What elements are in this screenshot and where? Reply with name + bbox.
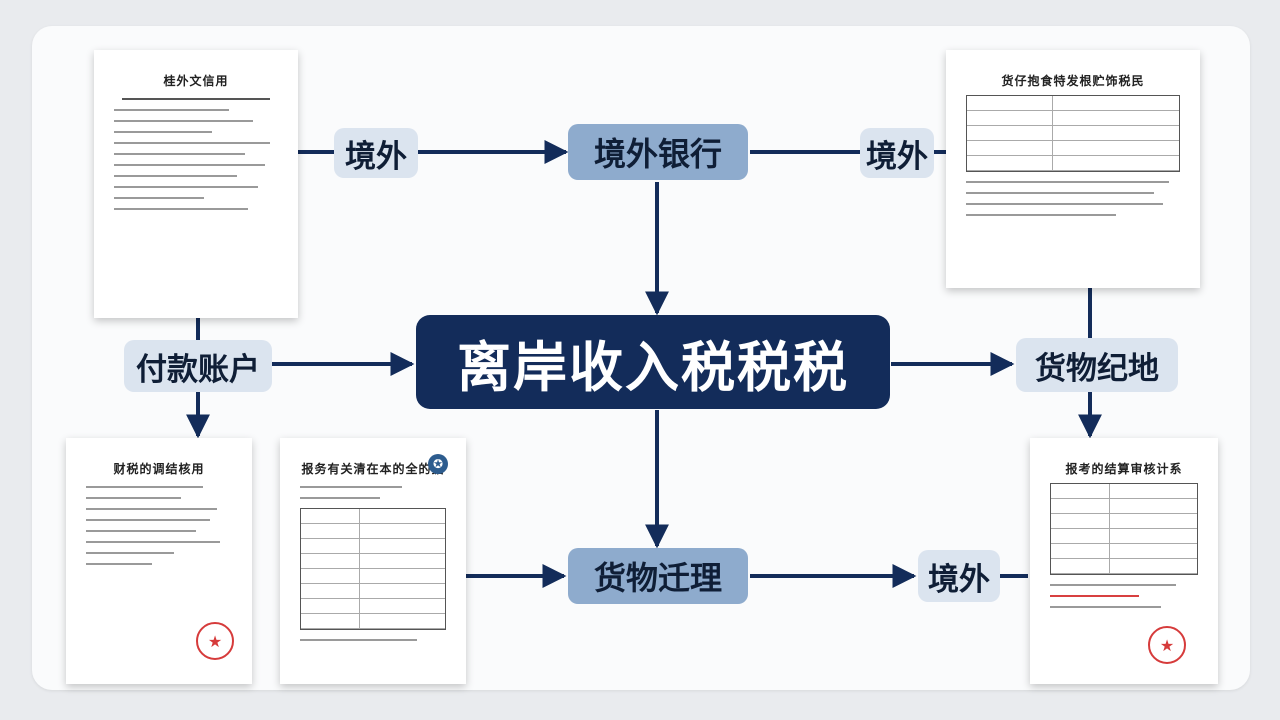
payment-account-node: 付款账户 xyxy=(124,340,272,392)
document-title: 桂外文信用 xyxy=(163,74,229,88)
document-bottom-middle: 报务有关清在本的全的据 ✪ xyxy=(280,438,466,684)
document-top-right: 货仔抱食特发根贮饰税民 xyxy=(946,50,1200,288)
offshore-label-top-left: 境外 xyxy=(334,128,418,178)
document-bottom-right: 报考的结算审核计系 ★ xyxy=(1030,438,1218,684)
center-node: 离岸收入税税税 xyxy=(416,315,890,409)
goods-processing-node: 货物迁理 xyxy=(568,548,748,604)
document-title: 报考的结算审核计系 xyxy=(1065,462,1183,476)
document-bottom-left: 财税的调结核用 ★ xyxy=(66,438,252,684)
offshore-label-top-right: 境外 xyxy=(860,128,934,178)
offshore-bank-node: 境外银行 xyxy=(568,124,748,180)
seal-icon: ★ xyxy=(1148,626,1186,664)
document-title: 货仔抱食特发根贮饰税民 xyxy=(1001,74,1145,88)
document-title: 报务有关清在本的全的据 xyxy=(301,462,445,476)
goods-location-node: 货物纪地 xyxy=(1016,338,1178,392)
document-title: 财税的调结核用 xyxy=(113,462,205,476)
emblem-icon: ✪ xyxy=(428,454,448,474)
seal-icon: ★ xyxy=(196,622,234,660)
document-top-left: 桂外文信用 xyxy=(94,50,298,318)
offshore-label-bottom: 境外 xyxy=(918,550,1000,602)
